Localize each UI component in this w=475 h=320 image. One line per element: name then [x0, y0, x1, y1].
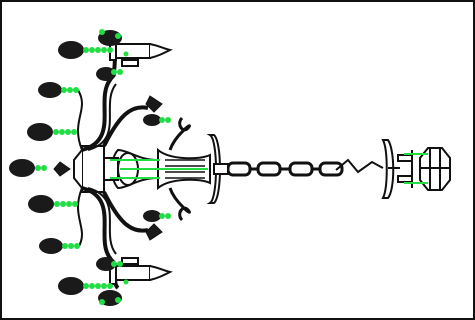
candle-top: [109, 39, 173, 67]
canopy-screws: [404, 153, 428, 184]
central-beads: [110, 159, 208, 179]
hanging-chain: [226, 158, 384, 177]
candle-bottom: [109, 257, 173, 285]
ceiling-canopy: [381, 139, 451, 199]
crystal-pendants: [53, 95, 163, 241]
bead-strings: [35, 29, 171, 305]
